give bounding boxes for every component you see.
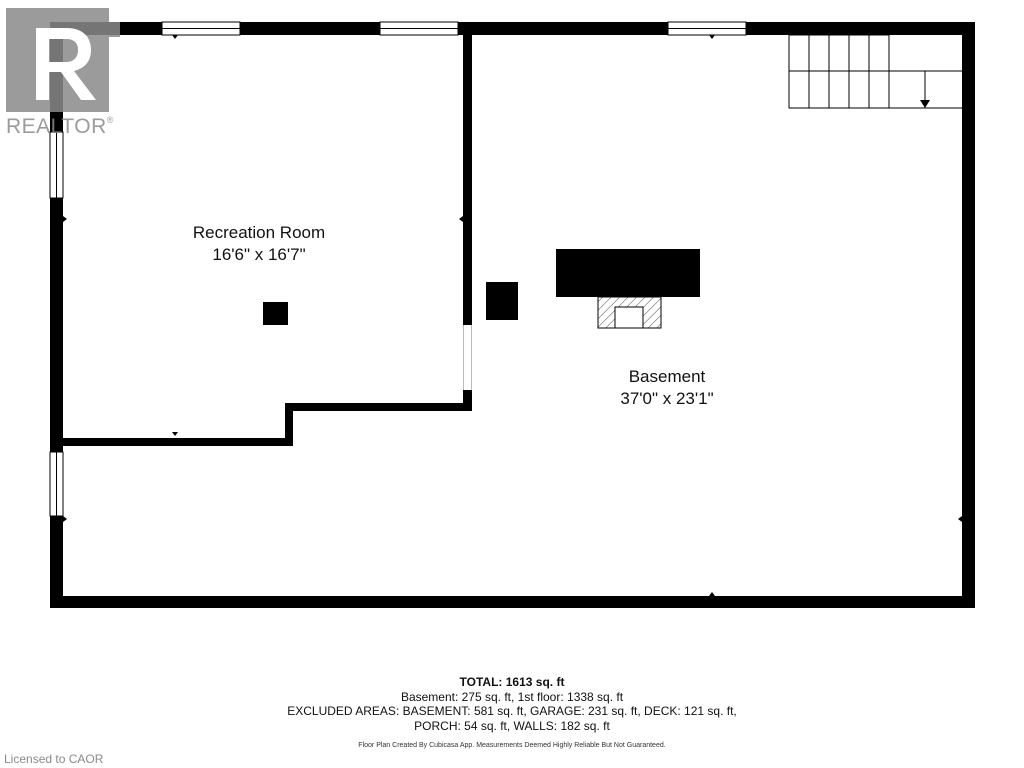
room-name: Basement [628, 367, 706, 386]
fixtures [263, 249, 700, 325]
column-basement [486, 282, 518, 320]
room-label-recreation: Recreation Room 16'6" x 16'7" [159, 222, 359, 266]
dimension-markers [63, 35, 962, 596]
window-top-middle [379, 21, 459, 36]
room-label-basement: Basement 37'0" x 23'1" [567, 366, 767, 410]
water-heater [597, 296, 662, 329]
total-area: TOTAL: 1613 sq. ft [459, 675, 565, 689]
window-top-right [667, 21, 747, 36]
room-dimensions: 37'0" x 23'1" [620, 389, 714, 408]
realtor-r-logo-icon [6, 8, 120, 112]
column-recreation-room [263, 302, 288, 325]
excluded-areas: EXCLUDED AREAS: BASEMENT: 581 sq. ft, GA… [287, 704, 737, 718]
room-name: Recreation Room [192, 223, 326, 242]
area-totals: TOTAL: 1613 sq. ft Basement: 275 sq. ft,… [200, 675, 824, 733]
furnace-unit [556, 249, 700, 297]
area-breakdown: Basement: 275 sq. ft, 1st floor: 1338 sq… [400, 689, 624, 704]
window-left-upper [49, 131, 64, 199]
stairs [788, 34, 962, 109]
stair-arrow-icon [920, 100, 930, 108]
license-text: Licensed to CAOR [4, 752, 104, 766]
registered-mark: ® [106, 115, 114, 125]
doorway [463, 325, 472, 390]
realtor-logo-text: REALTOR® [6, 115, 114, 139]
interior-walls [63, 35, 472, 446]
window-top-left [161, 21, 241, 36]
room-dimensions: 16'6" x 16'7" [212, 245, 306, 264]
window-left-lower [49, 451, 64, 517]
realtor-wordmark: REALTOR [6, 115, 107, 138]
floor-plan-credit: Floor Plan Created By Cubicasa App. Meas… [358, 742, 666, 749]
excluded-areas-cont: PORCH: 54 sq. ft, WALLS: 182 sq. ft [414, 718, 610, 733]
windows [49, 21, 747, 517]
